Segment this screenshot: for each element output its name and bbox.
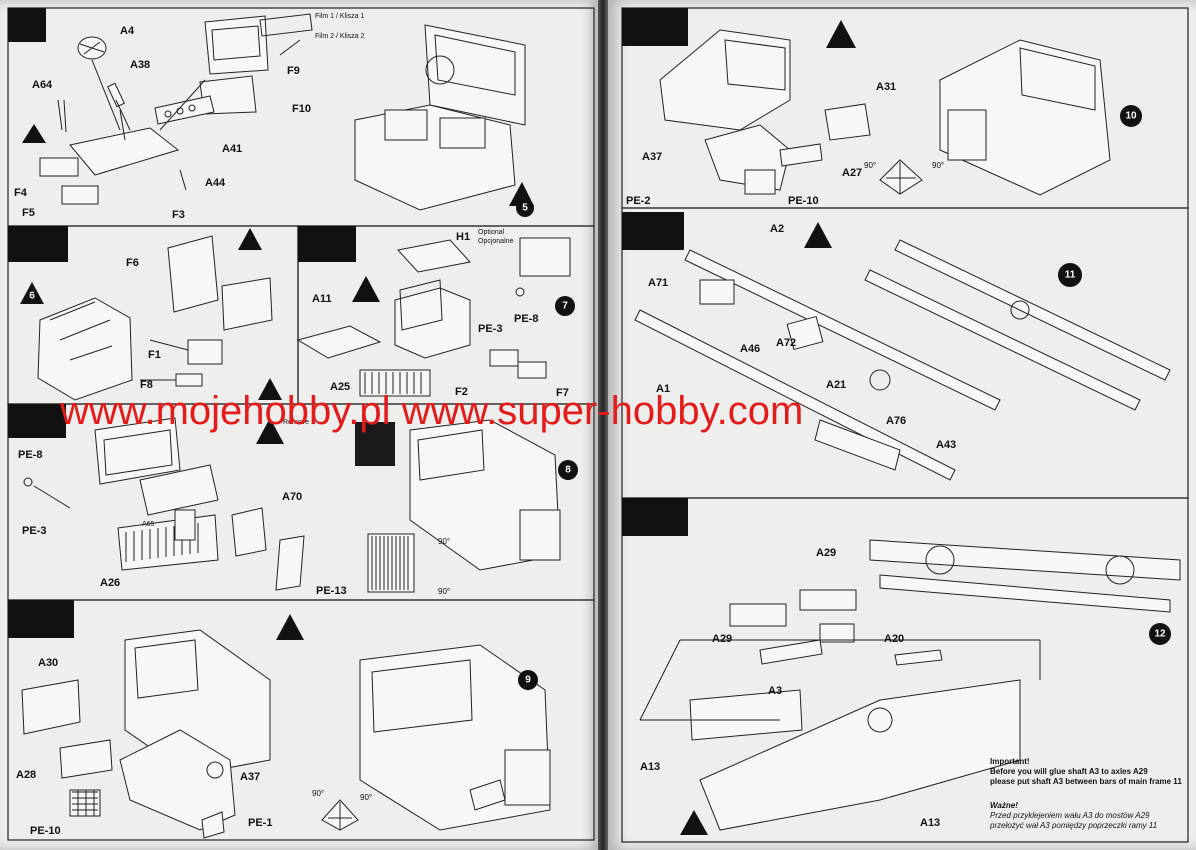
step-7-panel: 7 H1 A11 PE-3 PE-8 A25 F2 F7 Optional Op… bbox=[296, 225, 595, 405]
svg-text:A70: A70 bbox=[282, 491, 302, 503]
svg-text:A76: A76 bbox=[886, 415, 906, 427]
svg-text:12: 12 bbox=[1154, 629, 1166, 640]
svg-text:A64: A64 bbox=[32, 79, 53, 91]
svg-text:A46: A46 bbox=[740, 343, 760, 355]
svg-text:A65: A65 bbox=[142, 521, 155, 528]
svg-text:F4: F4 bbox=[14, 187, 28, 199]
svg-text:A41: A41 bbox=[222, 143, 242, 155]
svg-text:10: 10 bbox=[1125, 111, 1137, 122]
svg-text:przełożyć wał A3 pomiędzy popr: przełożyć wał A3 pomiędzy poprzeczki ram… bbox=[989, 821, 1157, 830]
svg-text:A3: A3 bbox=[768, 685, 782, 697]
svg-text:A43: A43 bbox=[936, 439, 956, 451]
svg-text:Optional: Optional bbox=[478, 229, 505, 236]
svg-text:PE-8: PE-8 bbox=[18, 449, 42, 461]
svg-text:6: 6 bbox=[29, 291, 35, 302]
svg-text:A71: A71 bbox=[648, 277, 668, 289]
svg-text:A28: A28 bbox=[16, 769, 36, 781]
svg-text:9: 9 bbox=[525, 675, 531, 686]
svg-text:A21: A21 bbox=[826, 379, 846, 391]
svg-text:F6: F6 bbox=[126, 257, 139, 269]
step-11-panel: 11 A2 A71 A46 A72 A1 A21 A76 A43 bbox=[621, 207, 1189, 499]
svg-text:A29: A29 bbox=[712, 633, 732, 645]
svg-text:90°: 90° bbox=[438, 587, 450, 596]
step-9-panel: 9 A30 A28 PE-10 A37 PE-1 90° 90° bbox=[7, 599, 595, 841]
step-5-panel: 5 A4 A38 A64 F4 F5 F3 A44 A41 F10 F9 Fil… bbox=[7, 7, 595, 227]
step-10-panel: 10 A31 A37 A27 PE-2 PE-10 90° 90° bbox=[621, 7, 1189, 209]
svg-text:PE-3: PE-3 bbox=[22, 525, 46, 537]
svg-text:A29: A29 bbox=[816, 547, 836, 559]
page-spine bbox=[598, 0, 608, 850]
svg-text:PE-10: PE-10 bbox=[30, 825, 61, 837]
svg-text:90°: 90° bbox=[312, 789, 324, 798]
svg-text:A20: A20 bbox=[884, 633, 904, 645]
assembly-note: Important! Before you will glue shaft A3… bbox=[989, 757, 1182, 830]
svg-text:PE-1: PE-1 bbox=[248, 817, 272, 829]
svg-text:A30: A30 bbox=[38, 657, 58, 669]
svg-text:90°: 90° bbox=[438, 537, 450, 546]
svg-text:A27: A27 bbox=[842, 167, 862, 179]
svg-text:90°: 90° bbox=[864, 161, 876, 170]
svg-text:Ważne!: Ważne! bbox=[990, 801, 1018, 810]
svg-text:F3: F3 bbox=[172, 209, 185, 221]
watermark: www.mojehobby.pl www.super-hobby.com bbox=[59, 389, 803, 433]
svg-text:Before you will glue shaft A3: Before you will glue shaft A3 to axles A… bbox=[990, 767, 1148, 776]
svg-text:F5: F5 bbox=[22, 207, 35, 219]
svg-text:A1: A1 bbox=[656, 383, 670, 395]
svg-text:5: 5 bbox=[522, 203, 528, 214]
svg-text:F9: F9 bbox=[287, 65, 300, 77]
svg-text:90°: 90° bbox=[360, 793, 372, 802]
svg-text:A72: A72 bbox=[776, 337, 796, 349]
svg-text:A37: A37 bbox=[642, 151, 662, 163]
svg-text:F1: F1 bbox=[148, 349, 161, 361]
svg-text:F7: F7 bbox=[556, 387, 569, 399]
svg-text:A13: A13 bbox=[640, 761, 660, 773]
svg-text:8: 8 bbox=[565, 465, 571, 476]
svg-text:11: 11 bbox=[1065, 270, 1076, 281]
svg-text:PE-10: PE-10 bbox=[788, 195, 819, 207]
svg-text:A2: A2 bbox=[770, 223, 784, 235]
step-12-panel: 12 A29 A29 A20 A3 A13 A13 Important! Bef… bbox=[621, 497, 1189, 843]
svg-text:Remove: Remove bbox=[283, 419, 309, 426]
svg-text:Important!: Important! bbox=[990, 757, 1030, 766]
svg-text:A31: A31 bbox=[876, 81, 896, 93]
step-8-panel: 8 PE-8 PE-3 A65 A26 A70 PE-13 Remove 90°… bbox=[7, 403, 595, 601]
svg-text:F8: F8 bbox=[140, 379, 153, 391]
svg-text:H1: H1 bbox=[456, 231, 470, 243]
svg-text:PE-8: PE-8 bbox=[514, 313, 538, 325]
svg-text:7: 7 bbox=[562, 301, 568, 312]
step-6-panel: 6 F6 F1 F8 bbox=[7, 225, 299, 405]
svg-text:Opcjonalne: Opcjonalne bbox=[478, 238, 514, 245]
svg-text:F2: F2 bbox=[455, 386, 468, 398]
svg-text:PE-2: PE-2 bbox=[626, 195, 650, 207]
svg-text:Przed przyklejeniem wału A3 do: Przed przyklejeniem wału A3 do mostów A2… bbox=[990, 811, 1150, 820]
svg-text:A25: A25 bbox=[330, 381, 350, 393]
svg-text:A44: A44 bbox=[205, 177, 226, 189]
svg-text:A11: A11 bbox=[312, 293, 332, 305]
svg-text:PE-3: PE-3 bbox=[478, 323, 502, 335]
svg-text:A26: A26 bbox=[100, 577, 120, 589]
svg-text:please put shaft A3 between ba: please put shaft A3 between bars of main… bbox=[990, 777, 1182, 786]
svg-text:A38: A38 bbox=[130, 59, 150, 71]
step-5-badge bbox=[516, 199, 534, 217]
svg-text:F10: F10 bbox=[292, 103, 311, 115]
svg-text:A13: A13 bbox=[920, 817, 940, 829]
svg-text:Film 1 / Klisza 1: Film 1 / Klisza 1 bbox=[315, 13, 365, 20]
svg-text:90°: 90° bbox=[932, 161, 944, 170]
svg-text:Film 2 / Klisza 2: Film 2 / Klisza 2 bbox=[315, 33, 365, 40]
svg-text:A37: A37 bbox=[240, 771, 260, 783]
svg-text:PE-13: PE-13 bbox=[316, 585, 347, 597]
svg-text:A4: A4 bbox=[120, 25, 135, 37]
